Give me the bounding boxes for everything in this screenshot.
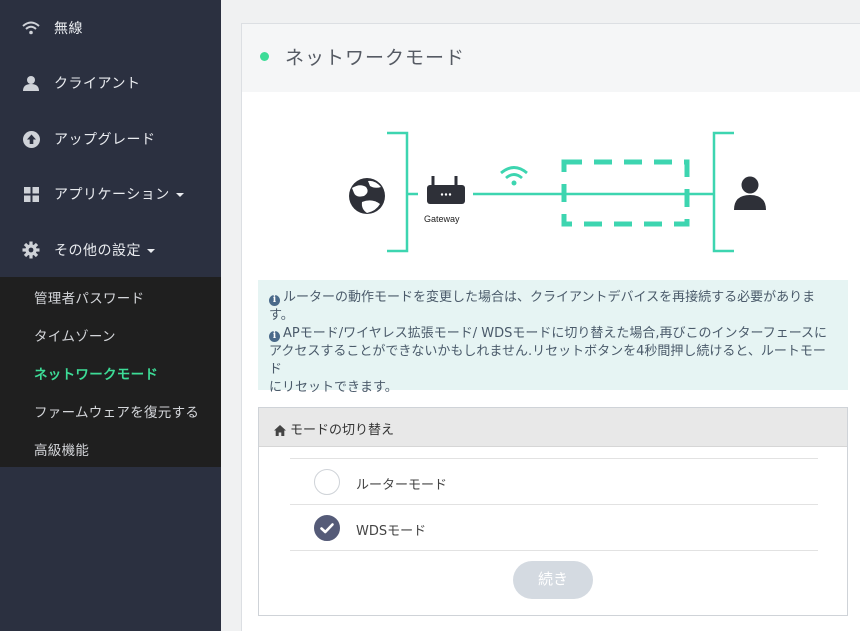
- option-label: ルーターモード: [356, 478, 448, 493]
- caret-down-icon: [147, 249, 155, 253]
- sidebar-item-label: 無線: [54, 21, 83, 37]
- sidebar-item-applications[interactable]: アプリケーション: [0, 166, 221, 222]
- network-mode-panel: ネットワークモード: [241, 23, 860, 631]
- sidebar: 無線 クライアント アップグレード アプリケーション その他の設定 管理者パスワ…: [0, 0, 221, 631]
- sidebar-item-clients[interactable]: クライアント: [0, 55, 221, 111]
- divider: [290, 458, 818, 459]
- globe-icon: [349, 178, 385, 214]
- info-text: にリセットできます。: [269, 380, 398, 395]
- sidebar-item-wireless[interactable]: 無線: [0, 0, 221, 56]
- wds-mode-radio[interactable]: [314, 515, 340, 541]
- home-icon: [274, 421, 286, 440]
- info-icon: i: [269, 295, 280, 306]
- check-icon: [320, 523, 334, 534]
- sidebar-item-label: アプリケーション: [54, 184, 184, 204]
- info-text: す。: [269, 308, 294, 323]
- page-title: ネットワークモード: [285, 47, 466, 69]
- continue-button[interactable]: 続き: [513, 561, 593, 599]
- divider: [290, 550, 818, 551]
- gateway-label: Gateway: [424, 214, 460, 224]
- mode-switch-header: モードの切り替え: [259, 408, 847, 447]
- sidebar-item-text: その他の設定: [54, 243, 141, 259]
- network-diagram: Gateway: [242, 92, 860, 277]
- info-text: アクセスすることができないかもしれません.リセットボタンを4秒間押し続けると、ル…: [269, 344, 826, 377]
- grid-icon: [22, 185, 40, 203]
- info-text: ルーターの動作モードを変更した場合は、クライアントデバイスを再接続する必要があり…: [283, 290, 816, 305]
- router-mode-radio[interactable]: [314, 469, 340, 495]
- gear-icon: [22, 241, 40, 259]
- sidebar-item-label: その他の設定: [54, 240, 155, 260]
- info-icon: i: [269, 331, 280, 342]
- wifi-signal-icon: [500, 166, 528, 186]
- caret-down-icon: [175, 193, 184, 197]
- submenu-item-restore-firmware[interactable]: ファームウェアを復元する: [34, 405, 200, 421]
- sidebar-item-label: アップグレード: [54, 132, 156, 148]
- sidebar-item-text: アプリケーション: [54, 187, 170, 203]
- submenu-item-advanced[interactable]: 高級機能: [34, 443, 90, 459]
- sidebar-item-label: クライアント: [54, 76, 141, 92]
- status-dot: [260, 52, 269, 61]
- router-icon: [427, 176, 465, 204]
- sidebar-item-other-settings[interactable]: その他の設定: [0, 222, 221, 278]
- user-icon: [22, 74, 40, 92]
- sidebar-item-upgrade[interactable]: アップグレード: [0, 111, 221, 167]
- panel-header: ネットワークモード: [242, 24, 860, 92]
- upload-icon: [22, 130, 40, 148]
- mode-switch-box: モードの切り替え ルーターモード WDSモード 続き: [258, 407, 848, 616]
- info-text: APモード/ワイヤレス拡張モード/ WDSモードに切り替えた場合,再びこのインタ…: [283, 326, 828, 341]
- submenu-item-network-mode[interactable]: ネットワークモード: [34, 367, 159, 383]
- option-wds-mode[interactable]: WDSモード: [314, 513, 794, 543]
- settings-submenu: 管理者パスワード タイムゾーン ネットワークモード ファームウェアを復元する 高…: [0, 277, 221, 467]
- person-icon: [734, 176, 766, 210]
- wifi-icon: [22, 19, 40, 37]
- mode-switch-title: モードの切り替え: [290, 423, 395, 438]
- option-label: WDSモード: [356, 524, 427, 539]
- option-router-mode[interactable]: ルーターモード: [314, 467, 794, 497]
- submenu-item-admin-password[interactable]: 管理者パスワード: [34, 291, 145, 307]
- divider: [290, 504, 818, 505]
- submenu-item-timezone[interactable]: タイムゾーン: [34, 329, 116, 345]
